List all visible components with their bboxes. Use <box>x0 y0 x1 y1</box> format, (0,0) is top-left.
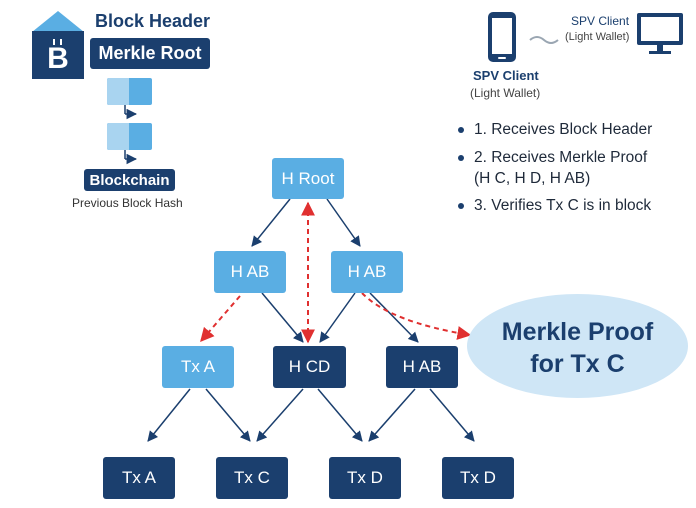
edge-txa-leaf1 <box>147 388 191 442</box>
leaf-tx-d-2: Tx D <box>442 457 514 499</box>
step-1-text: 1. Receives Block Header <box>474 121 653 138</box>
bullet-icon <box>458 203 464 209</box>
edge-root-hab-left <box>251 198 291 247</box>
edge-hab-right-hab <box>369 292 419 343</box>
step-2-text: 2. Receives Merkle Proof <box>474 149 648 166</box>
previous-block-hash-label: Previous Block Hash <box>72 196 183 210</box>
spv-client-label-phone: SPV Client <box>473 68 539 83</box>
edge-hcd-leaf2 <box>256 388 304 442</box>
phone-icon <box>488 12 516 62</box>
edge-hcd-leaf3 <box>317 388 363 442</box>
bitcoin-symbol: B <box>47 42 69 75</box>
monitor-icon <box>637 13 683 54</box>
leaf-tx-d-1: Tx D <box>329 457 401 499</box>
edge-hab2-leaf3 <box>368 388 416 442</box>
edge-txa-leaf2 <box>205 388 251 442</box>
blockchain-badge: Blockchain <box>84 169 175 191</box>
leaf-tx-a: Tx A <box>103 457 175 499</box>
bitcoin-block-icon: B <box>32 11 84 79</box>
merkle-proof-line2: for Tx C <box>530 350 625 378</box>
node-h-ab-right: H AB <box>331 251 403 293</box>
spv-wave-link <box>529 36 559 44</box>
bullet-icon <box>458 127 464 133</box>
proof-edge-hab-bubble <box>361 292 472 340</box>
edge-root-hab-right <box>326 198 361 247</box>
node-h-ab-left: H AB <box>214 251 286 293</box>
block-header-title: Block Header <box>95 11 211 31</box>
merkle-proof-line1: Merkle Proof <box>501 318 654 346</box>
step-3-text: 3. Verifies Tx C is in block <box>474 197 652 214</box>
edge-hab-right-hcd <box>319 292 356 343</box>
merkle-proof-bubble: Merkle Proof for Tx C <box>467 294 688 398</box>
edge-hab-left-hcd <box>261 292 304 343</box>
proof-edge-hab-txa <box>200 295 241 343</box>
bullet-icon <box>458 155 464 161</box>
node-h-root: H Root <box>272 158 344 199</box>
leaf-tx-c: Tx C <box>216 457 288 499</box>
spv-client-label-top: SPV Client <box>571 14 630 28</box>
spv-client-sub-phone: (Light Wallet) <box>470 86 541 100</box>
merkle-root-badge: Merkle Root <box>90 38 210 69</box>
node-h-cd: H CD <box>273 346 346 388</box>
chain-block-1 <box>107 78 152 105</box>
spv-client-sub-top: (Light Wallet) <box>565 31 630 43</box>
node-h-ab-mid: H AB <box>386 346 458 388</box>
step-2-sub: (H C, H D, H AB) <box>474 170 591 187</box>
node-tx-a-mid: Tx A <box>162 346 234 388</box>
chain-block-2 <box>107 123 152 150</box>
edge-hab2-leaf4 <box>429 388 475 442</box>
